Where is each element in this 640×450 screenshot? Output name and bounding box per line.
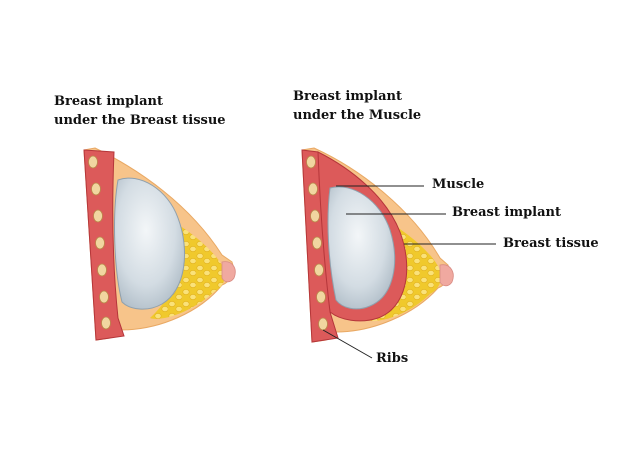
left-title-line1: Breast implant [54,94,163,109]
right-breast-diagram [301,147,454,343]
left-title-line2: under the Breast tissue [54,113,226,128]
muscle-label: Muscle [432,177,485,192]
left-nipple [221,261,236,283]
breast-implant-label: Breast implant [452,205,561,220]
ribs-label: Ribs [376,351,409,366]
left-implant [114,177,186,310]
breast-tissue-label: Breast tissue [503,236,599,251]
right-title-line1: Breast implant [293,89,402,104]
left-breast-tissue [150,210,226,319]
left-ribs [88,155,111,330]
leader-lines [322,185,496,359]
right-implant [327,186,396,310]
ribs-leader-line [322,329,373,359]
left-breast-diagram [83,147,236,341]
left-diagram-title: Breast implant under the Breast tissue [54,92,226,130]
right-title-line2: under the Muscle [293,108,422,123]
right-ribs [306,155,328,331]
right-diagram-title: Breast implant under the Muscle [293,87,421,125]
right-nipple [439,264,454,287]
